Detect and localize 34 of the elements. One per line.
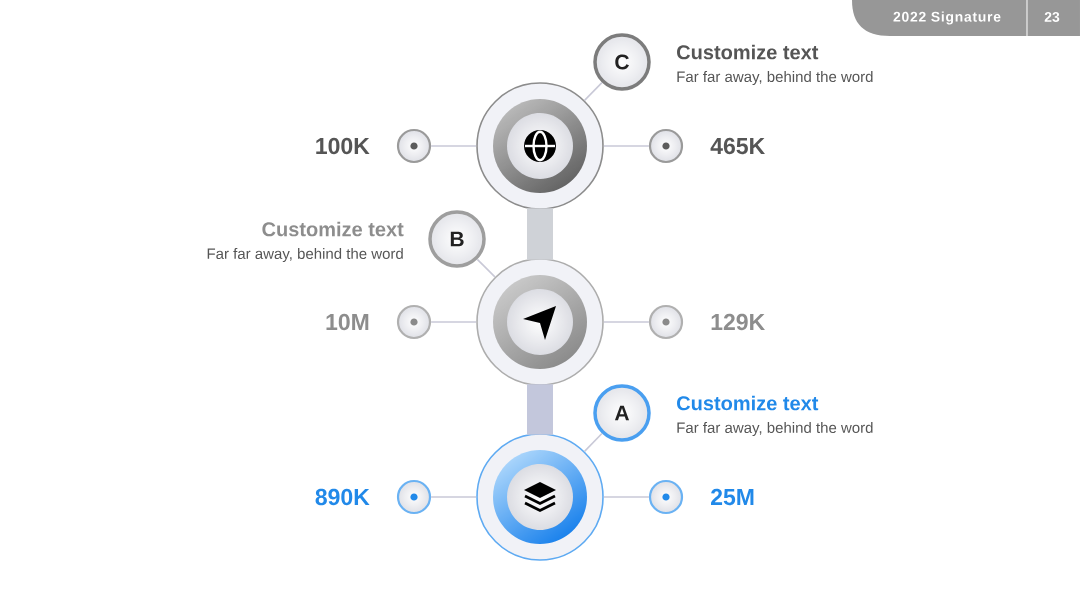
connector-bar bbox=[527, 208, 553, 260]
connector-line bbox=[583, 81, 603, 102]
connector-line bbox=[430, 321, 477, 323]
connector-dot bbox=[396, 479, 432, 515]
description-text: Far far away, behind the word bbox=[677, 422, 873, 436]
connector-line bbox=[476, 258, 496, 278]
heading-text: Customize text bbox=[677, 395, 819, 411]
value-label: 25M bbox=[711, 488, 754, 506]
connector-line bbox=[603, 496, 650, 498]
letter-badge: B bbox=[428, 210, 486, 268]
description-text: Far far away, behind the word bbox=[677, 71, 873, 85]
page-number: 23 bbox=[1044, 12, 1060, 22]
connector-dot bbox=[648, 304, 684, 340]
letter-badge: A bbox=[593, 384, 651, 442]
description-text: Far far away, behind the word bbox=[207, 248, 403, 262]
connector-dot bbox=[648, 479, 684, 515]
connector-line bbox=[583, 432, 603, 453]
letter-badge: C bbox=[593, 33, 651, 91]
value-label: 890K bbox=[315, 488, 370, 506]
connector-dot bbox=[396, 128, 432, 164]
connector-line bbox=[430, 496, 477, 498]
header-text: 2022 Signature bbox=[893, 11, 1001, 25]
heading-text: Customize text bbox=[677, 44, 819, 60]
connector-line bbox=[603, 321, 650, 323]
value-label: 100K bbox=[316, 137, 370, 155]
connector-bar bbox=[527, 384, 553, 435]
connector-line bbox=[430, 145, 477, 147]
value-label: 129K bbox=[711, 313, 765, 331]
value-label: 465K bbox=[710, 137, 765, 155]
connector-dot bbox=[396, 304, 432, 340]
value-label: 10M bbox=[326, 313, 369, 331]
heading-text: Customize text bbox=[262, 221, 404, 237]
connector-dot bbox=[648, 128, 684, 164]
connector-line bbox=[603, 145, 650, 147]
